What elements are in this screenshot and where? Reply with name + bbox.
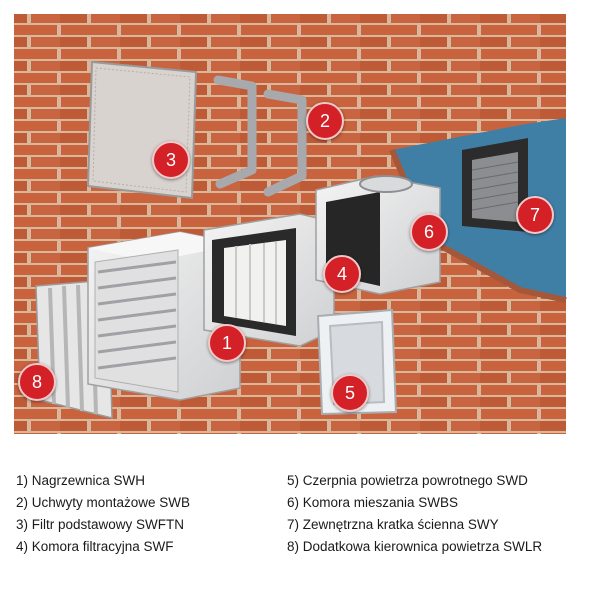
badge-5: 5 [331, 374, 369, 412]
exploded-view-illustration [14, 14, 567, 434]
legend-item-3: 3) Filtr podstawowy SWFTN [16, 517, 185, 532]
badge-2: 2 [306, 102, 344, 140]
badge-8: 8 [18, 363, 56, 401]
badge-1: 1 [208, 324, 246, 362]
legend-left-column: 1) Nagrzewnica SWH 2) Uchwyty montażowe … [16, 470, 266, 558]
legend-right-column: 5) Czerpnia powietrza powrotnego SWD 6) … [287, 470, 577, 558]
badge-7: 7 [516, 196, 554, 234]
badge-4: 4 [323, 255, 361, 293]
mounting-brackets [213, 75, 307, 197]
external-wall-grille [462, 138, 528, 232]
heater-unit [87, 231, 241, 401]
legend-item-4: 4) Komora filtracyjna SWF [16, 539, 174, 554]
legend-item-8: 8) Dodatkowa kierownica powietrza SWLR [287, 539, 543, 554]
badge-6: 6 [410, 213, 448, 251]
badge-3: 3 [152, 141, 190, 179]
legend-item-1: 1) Nagrzewnica SWH [16, 473, 146, 488]
legend-item-5: 5) Czerpnia powietrza powrotnego SWD [287, 473, 528, 488]
filter-chamber [203, 213, 335, 347]
legend-item-6: 6) Komora mieszania SWBS [287, 495, 459, 510]
basic-filter [86, 60, 198, 200]
legend-item-2: 2) Uchwyty montażowe SWB [16, 495, 191, 510]
legend-item-7: 7) Zewnętrzna kratka ścienna SWY [287, 517, 499, 532]
